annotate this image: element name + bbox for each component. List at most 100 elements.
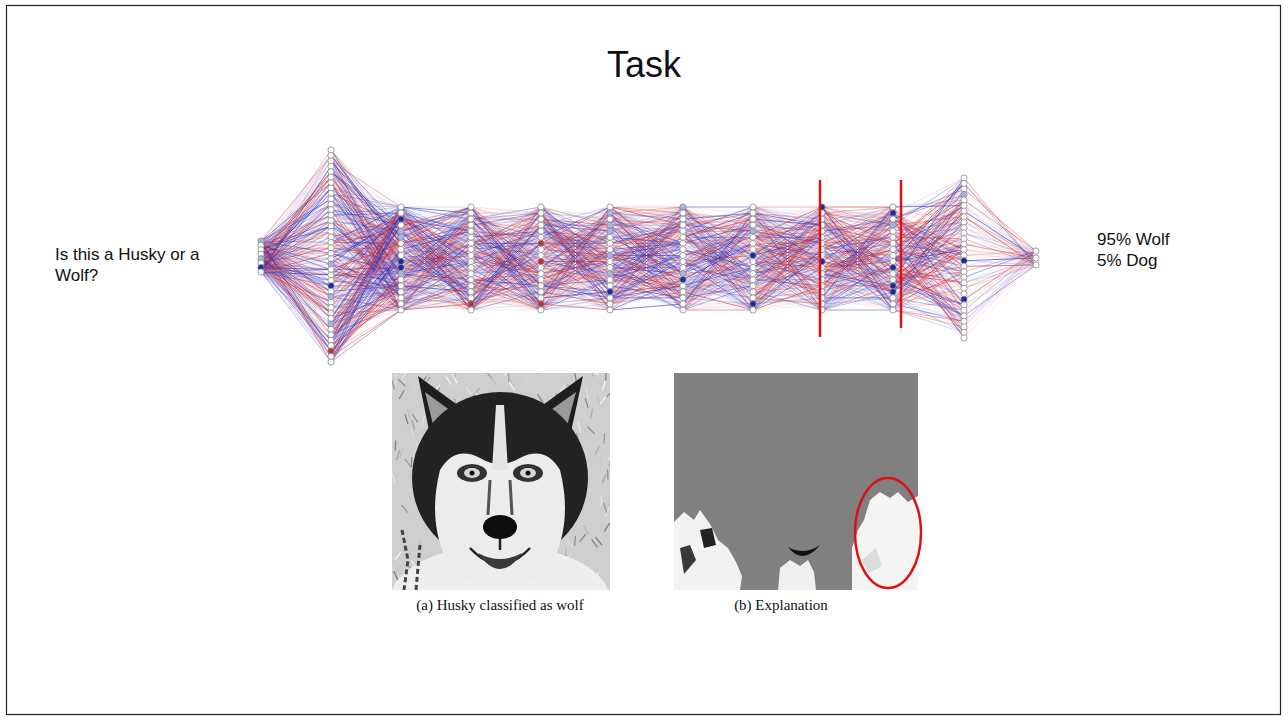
connection [261, 199, 331, 272]
connection [401, 213, 471, 310]
connection [683, 274, 753, 310]
connection [541, 231, 610, 310]
connection [541, 304, 610, 310]
connection [610, 207, 683, 292]
network-connections [261, 150, 1036, 362]
connection [541, 280, 610, 310]
connection [261, 204, 331, 272]
connection [261, 272, 331, 362]
connection [753, 225, 822, 298]
connection [541, 225, 610, 310]
connection [471, 213, 541, 310]
connection [683, 237, 753, 310]
connection [610, 286, 683, 310]
connection [683, 268, 753, 310]
connection [610, 219, 683, 304]
connection [471, 207, 541, 292]
connection [471, 207, 541, 292]
connection [683, 243, 753, 310]
connection [610, 219, 683, 310]
connection [610, 219, 683, 304]
connection [683, 298, 753, 310]
connection [610, 207, 683, 310]
connection [261, 263, 331, 351]
connection [541, 213, 610, 298]
connection [401, 286, 471, 310]
connection [401, 274, 471, 310]
slide-border [7, 6, 1281, 715]
connection [261, 232, 331, 272]
connection [261, 177, 331, 272]
connection [331, 310, 401, 362]
connection [331, 193, 401, 207]
connection [401, 207, 471, 310]
connection [261, 166, 331, 272]
connection [261, 268, 331, 346]
connection [261, 263, 331, 362]
connection [541, 225, 610, 298]
connection [610, 213, 683, 304]
connection [261, 254, 331, 356]
connection [541, 255, 610, 310]
connection [331, 237, 401, 362]
connection [471, 310, 541, 311]
connection [261, 263, 331, 318]
connection [401, 292, 471, 310]
connection [261, 253, 331, 272]
connection [401, 219, 471, 310]
connection [541, 298, 610, 310]
connection [471, 298, 541, 310]
connection [401, 268, 471, 310]
connection [401, 249, 471, 310]
connection [401, 231, 471, 310]
connection [683, 225, 753, 310]
connection [261, 226, 331, 272]
connection [541, 274, 610, 310]
connection [471, 262, 541, 310]
connection [471, 249, 541, 310]
connection [683, 213, 753, 286]
connection [683, 237, 753, 304]
connection [683, 255, 753, 310]
connection [610, 237, 683, 304]
connection [471, 207, 541, 304]
connection [261, 183, 331, 272]
connection [471, 225, 541, 310]
connection [683, 207, 753, 208]
connection [401, 280, 471, 310]
connection [471, 255, 541, 310]
connection [401, 213, 471, 286]
connection [331, 280, 401, 362]
connection [610, 304, 683, 310]
connection [261, 268, 331, 341]
connection [401, 255, 471, 310]
connection [753, 207, 822, 208]
connection [471, 268, 541, 310]
connection [401, 304, 471, 310]
connection [683, 213, 753, 310]
connection [261, 272, 331, 313]
connection [610, 280, 683, 310]
connection [471, 207, 541, 310]
connection [261, 242, 331, 272]
connection [541, 249, 610, 310]
connection [683, 207, 753, 280]
connection [261, 272, 331, 291]
connection [261, 272, 331, 308]
connection [261, 259, 331, 341]
connection [261, 237, 331, 272]
connection [331, 262, 401, 362]
connection [261, 268, 331, 357]
connection [610, 207, 683, 292]
connection [683, 249, 753, 310]
connection [261, 272, 331, 329]
connection [261, 259, 331, 272]
connection [261, 221, 331, 272]
connection [261, 268, 331, 352]
connection [541, 207, 610, 310]
connection [261, 259, 331, 351]
connection [401, 213, 471, 286]
connection [331, 213, 401, 362]
connection [541, 213, 610, 310]
connection [261, 155, 331, 272]
